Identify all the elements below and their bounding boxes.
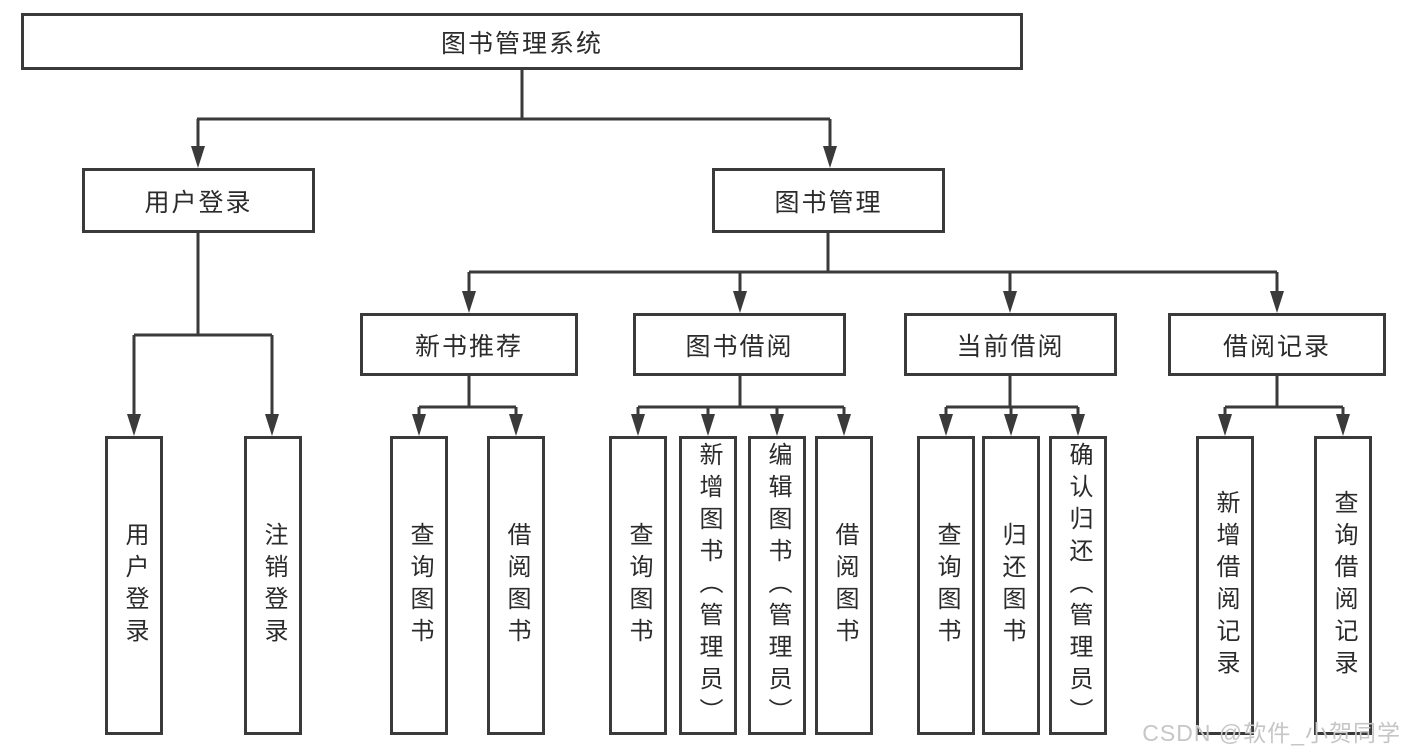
leaf-edit-book-admin: 编辑图书（管理员） [748,436,806,735]
leaf-query-borrow-record: 查询借阅记录 [1314,436,1372,735]
leaf-add-book-admin: 新增图书（管理员） [679,436,737,735]
leaf-query-books-recommend: 查询图书 [390,436,448,735]
leaf-query-books-current: 查询图书 [917,436,975,735]
leaf-label: 编辑图书（管理员） [764,441,791,730]
node-borrow-records: 借阅记录 [1168,313,1386,376]
leaf-label: 用户登录 [121,521,148,650]
node-book-management: 图书管理 [712,168,945,233]
csdn-watermark: CSDN @软件_小贺同学 [1142,720,1401,746]
leaf-add-borrow-record: 新增借阅记录 [1196,436,1254,735]
leaf-label: 归还图书 [998,521,1025,650]
node-label: 新书推荐 [414,332,523,361]
leaf-label: 查询图书 [625,521,652,650]
leaf-label: 查询借阅记录 [1330,489,1357,682]
leaf-label: 新增图书（管理员） [695,441,722,730]
node-label: 图书管理 [774,188,883,217]
node-label: 当前借阅 [956,332,1065,361]
leaf-label: 借阅图书 [831,521,858,650]
node-label: 借阅记录 [1222,332,1331,361]
node-user-login: 用户登录 [82,168,315,233]
leaf-user-login: 用户登录 [105,436,163,735]
leaf-label: 确认归还（管理员） [1065,441,1092,730]
node-label: 图书管理系统 [440,29,603,58]
leaf-return-book: 归还图书 [982,436,1040,735]
node-new-book-recommend: 新书推荐 [360,313,578,376]
node-label: 用户登录 [144,188,253,217]
leaf-label: 注销登录 [260,521,287,650]
leaf-label: 借阅图书 [503,521,530,650]
node-label: 图书借阅 [685,332,794,361]
leaf-logout: 注销登录 [244,436,302,735]
leaf-label: 查询图书 [406,521,433,650]
leaf-borrow-books: 借阅图书 [815,436,873,735]
node-book-borrow: 图书借阅 [633,313,846,376]
leaf-confirm-return-admin: 确认归还（管理员） [1049,436,1107,735]
leaf-query-books-borrow: 查询图书 [609,436,667,735]
leaf-label: 查询图书 [933,521,960,650]
node-library-management-system: 图书管理系统 [21,13,1023,70]
leaf-label: 新增借阅记录 [1212,489,1239,682]
node-current-borrow: 当前借阅 [904,313,1117,376]
leaf-borrow-books-recommend: 借阅图书 [487,436,545,735]
